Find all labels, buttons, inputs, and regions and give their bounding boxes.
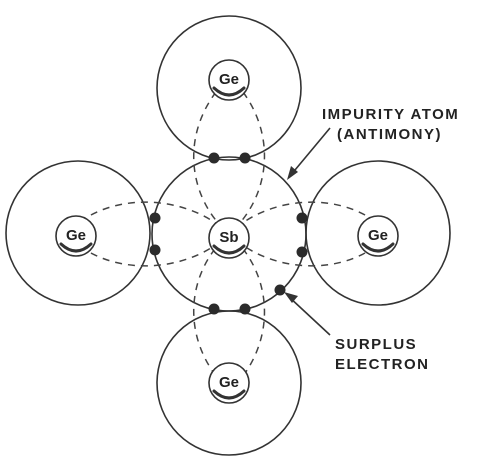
atom-label-top: Ge [219, 71, 239, 88]
atom-label-center: Sb [219, 229, 238, 246]
electron-left-2 [149, 244, 161, 256]
orbit-left-ge [5, 160, 151, 306]
bond-top-right [228, 91, 266, 235]
nucleus-right-ge [357, 215, 399, 257]
annotation-arrowheads [284, 166, 298, 303]
electron-bottom-1 [208, 303, 220, 315]
shade-center [212, 244, 246, 255]
nucleus-center-sb [208, 217, 250, 259]
orbit-center-sb [151, 156, 307, 312]
shade-top [212, 86, 246, 97]
orbit-top-ge [156, 15, 302, 161]
atom-label-left: Ge [66, 227, 86, 244]
nucleus-bottom-ge [208, 362, 250, 404]
covalent-bonds [79, 91, 377, 377]
bond-left-lower [79, 233, 230, 267]
atom-label-right: Ge [368, 227, 388, 244]
surplus-label-line2: ELECTRON [335, 356, 430, 373]
electron-bottom-2 [239, 303, 251, 315]
electron-surplus [274, 284, 286, 296]
electrons [149, 152, 308, 315]
impurity-arrowhead [287, 166, 298, 180]
nucleus-left-ge [55, 215, 97, 257]
surplus-label-line1: SURPLUS [335, 336, 417, 353]
electron-top-1 [208, 152, 220, 164]
electron-top-2 [239, 152, 251, 164]
impurity-arrow-line [289, 127, 331, 177]
impurity-label-line2: (ANTIMONY) [337, 126, 442, 143]
bond-right-lower [228, 233, 377, 267]
atom-orbits [5, 15, 451, 456]
bond-left-upper [79, 201, 230, 235]
electron-right-1 [296, 212, 308, 224]
bond-top-left [192, 91, 230, 235]
surplus-arrowhead [284, 292, 298, 303]
electron-right-2 [296, 246, 308, 258]
bond-right-upper [228, 201, 377, 235]
shade-right [361, 242, 395, 253]
atom-label-bottom: Ge [219, 374, 239, 391]
bond-bottom-right [228, 233, 266, 377]
shade-bottom [212, 389, 246, 400]
nucleus-shading [59, 86, 395, 400]
surplus-arrow-line [287, 295, 331, 336]
nucleus-top-ge [208, 59, 250, 101]
annotation-arrows [287, 127, 331, 336]
bond-bottom-left [192, 233, 230, 377]
shade-left [59, 242, 93, 253]
nuclei [55, 59, 399, 404]
electron-left-1 [149, 212, 161, 224]
impurity-label-line1: IMPURITY ATOM [322, 106, 459, 123]
